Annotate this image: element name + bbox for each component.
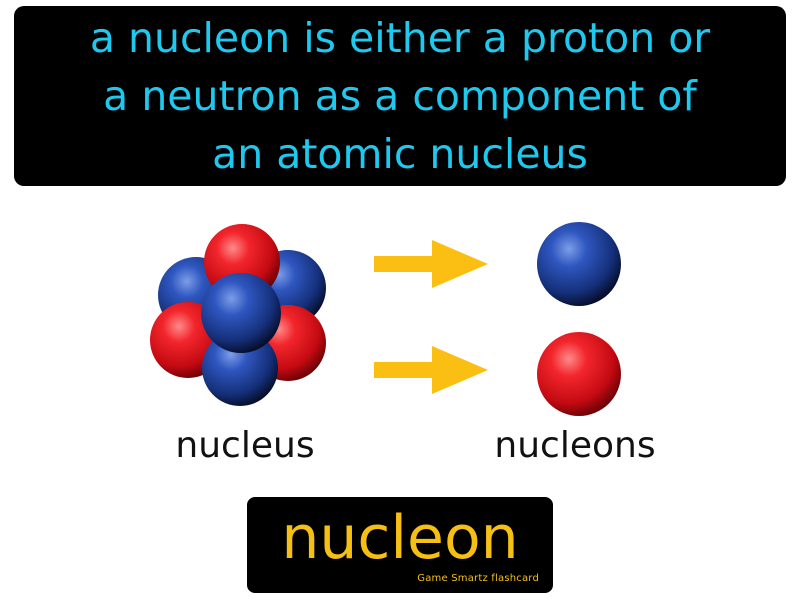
term-word: nucleon xyxy=(281,503,519,573)
right-arrow-icon xyxy=(374,346,488,394)
neutron-ball-icon xyxy=(537,222,621,306)
proton-ball-icon xyxy=(537,332,621,416)
definition-line-2: a neutron as a component of xyxy=(103,72,697,120)
term-box: nucleon Game Smartz flashcard xyxy=(247,497,553,593)
right-arrow-icon xyxy=(374,240,488,288)
definition-line-1: a nucleon is either a proton or xyxy=(89,14,711,62)
definition-box: a nucleon is either a proton or a neutro… xyxy=(14,6,786,186)
brand-label: Game Smartz flashcard xyxy=(417,573,539,584)
nucleons-label: nucleons xyxy=(494,425,656,466)
definition-text: a nucleon is either a proton or a neutro… xyxy=(90,9,710,183)
definition-line-3: an atomic nucleus xyxy=(212,130,588,178)
atomic-nucleus-icon xyxy=(150,224,326,406)
nucleus-illustration xyxy=(150,222,621,416)
nucleus-label: nucleus xyxy=(175,425,315,466)
